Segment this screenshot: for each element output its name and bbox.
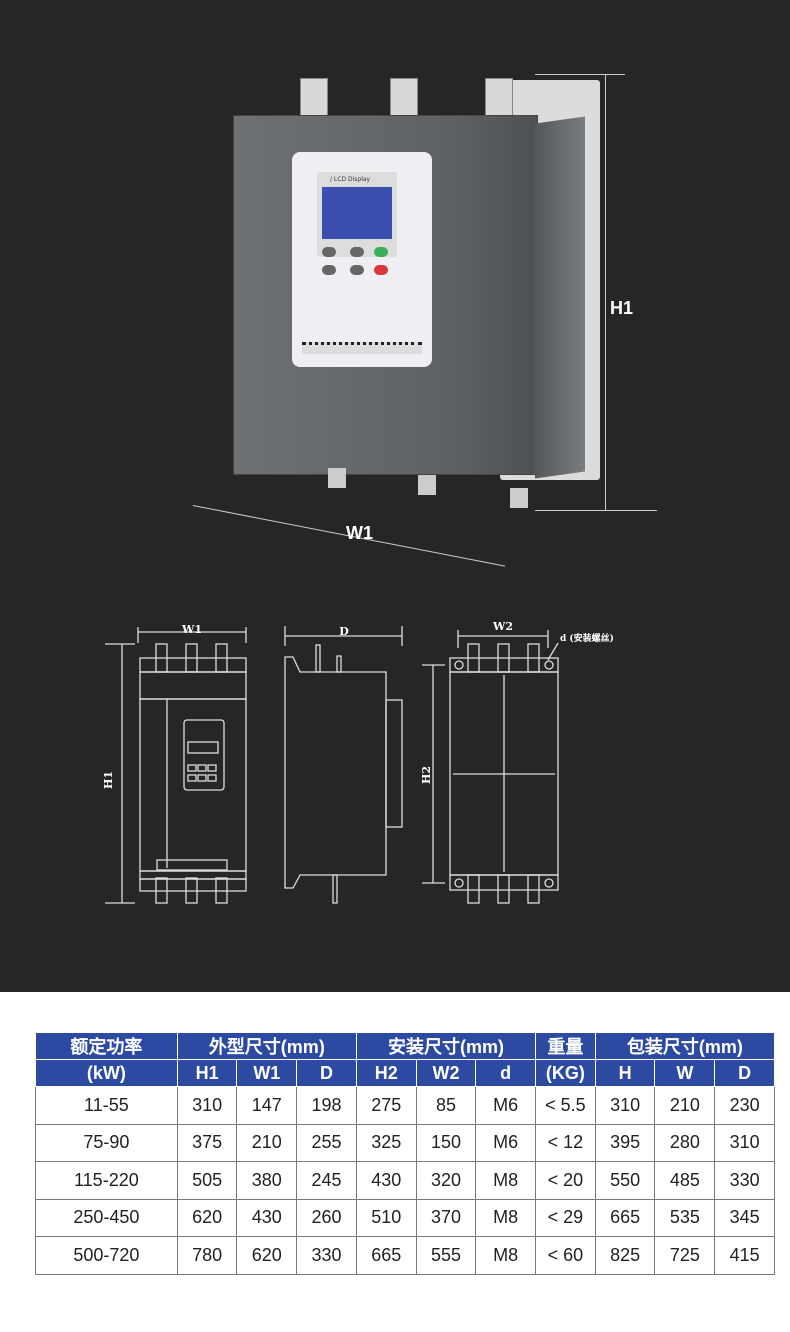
table-cell: 485 <box>654 1161 716 1200</box>
table-cell: M8 <box>475 1236 537 1275</box>
table-cell: 210 <box>236 1123 298 1162</box>
table-cell: 75-90 <box>35 1123 178 1162</box>
w1-label: W1 <box>346 523 373 543</box>
dimension-drawings: W1 H1 D W2 d (安装螺丝) H2 <box>102 620 614 904</box>
table-cell: M8 <box>475 1198 537 1237</box>
table-cell: 370 <box>415 1198 477 1237</box>
table-cell: 230 <box>714 1086 775 1125</box>
table-cell: 415 <box>714 1236 775 1275</box>
table-cell: 310 <box>714 1123 775 1162</box>
h1-dimension-line <box>605 74 606 510</box>
table-cell: < 12 <box>535 1123 596 1162</box>
table-cell: 510 <box>355 1198 417 1237</box>
table-cell: 310 <box>176 1086 238 1125</box>
table-cell: 620 <box>236 1236 298 1275</box>
table-cell: 375 <box>176 1123 238 1162</box>
table-cell: 500-720 <box>35 1236 178 1275</box>
table-cell: 280 <box>654 1123 716 1162</box>
table-cell: 150 <box>415 1123 477 1162</box>
table-cell: 395 <box>594 1123 656 1162</box>
header-col: W1 <box>236 1059 298 1087</box>
front-w1-label: W1 <box>181 623 202 636</box>
front-h1-label: H1 <box>102 771 115 789</box>
table-cell: < 29 <box>535 1198 596 1237</box>
table-cell: 825 <box>594 1236 656 1275</box>
table-cell: 330 <box>296 1236 357 1275</box>
side-view: D <box>284 625 403 904</box>
header-col: H <box>594 1059 656 1087</box>
back-w2-label: W2 <box>492 620 513 633</box>
header-weight-unit: (KG) <box>535 1059 596 1087</box>
table-cell: 198 <box>296 1086 357 1125</box>
header-power-unit: (kW) <box>35 1059 178 1087</box>
side-d-label: D <box>339 625 349 638</box>
table-cell: 430 <box>355 1161 417 1200</box>
header-col: H2 <box>355 1059 417 1087</box>
header-weight: 重量 <box>535 1032 596 1060</box>
table-cell: 505 <box>176 1161 238 1200</box>
table-cell: 250-450 <box>35 1198 178 1237</box>
table-cell: 345 <box>714 1198 775 1237</box>
header-col: H1 <box>176 1059 238 1087</box>
table-cell: 330 <box>714 1161 775 1200</box>
table-cell: 320 <box>415 1161 477 1200</box>
table-cell: 780 <box>176 1236 238 1275</box>
header-power: 额定功率 <box>35 1032 178 1060</box>
table-cell: 310 <box>594 1086 656 1125</box>
header-col: W <box>654 1059 716 1087</box>
terminal <box>418 475 436 495</box>
lcd-screen <box>322 187 392 239</box>
table-cell: 430 <box>236 1198 298 1237</box>
header-col: D <box>714 1059 775 1087</box>
table-cell: 725 <box>654 1236 716 1275</box>
table-cell: 380 <box>236 1161 298 1200</box>
table-cell: M8 <box>475 1161 537 1200</box>
table-cell: 550 <box>594 1161 656 1200</box>
table-cell: M6 <box>475 1123 537 1162</box>
table-cell: 255 <box>296 1123 357 1162</box>
header-install: 安装尺寸(mm) <box>355 1032 537 1060</box>
table-cell: < 5.5 <box>535 1086 596 1125</box>
header-outer: 外型尺寸(mm) <box>176 1032 357 1060</box>
table-cell: < 60 <box>535 1236 596 1275</box>
table-cell: 555 <box>415 1236 477 1275</box>
table-cell: 210 <box>654 1086 716 1125</box>
back-h2-label: H2 <box>420 766 433 784</box>
table-cell: 275 <box>355 1086 417 1125</box>
back-view: W2 d (安装螺丝) H2 <box>420 620 614 904</box>
spec-table: 额定功率 外型尺寸(mm) 安装尺寸(mm) 重量 包装尺寸(mm) (kW) … <box>35 1032 776 1275</box>
h1-label: H1 <box>610 298 634 318</box>
front-view: W1 H1 <box>102 623 247 904</box>
table-cell: 147 <box>236 1086 298 1125</box>
terminal <box>328 468 346 488</box>
lcd-caption: / LCD Display <box>330 176 371 183</box>
table-cell: 115-220 <box>35 1161 178 1200</box>
header-col: D <box>296 1059 357 1087</box>
table-cell: 620 <box>176 1198 238 1237</box>
table-cell: 85 <box>415 1086 477 1125</box>
table-cell: < 20 <box>535 1161 596 1200</box>
terminal <box>510 488 528 508</box>
table-cell: 325 <box>355 1123 417 1162</box>
table-cell: 260 <box>296 1198 357 1237</box>
mounting-screw-note: d (安装螺丝) <box>560 632 614 644</box>
table-cell: 11-55 <box>35 1086 178 1125</box>
product-photo: / LCD Display H1 W1 <box>0 0 790 567</box>
header-col: d <box>475 1059 537 1087</box>
header-package: 包装尺寸(mm) <box>594 1032 776 1060</box>
header-col: W2 <box>415 1059 477 1087</box>
table-cell: M6 <box>475 1086 537 1125</box>
control-panel: / LCD Display <box>292 152 432 367</box>
table-cell: 665 <box>594 1198 656 1237</box>
housing-side <box>535 116 585 479</box>
table-cell: 665 <box>355 1236 417 1275</box>
table-cell: 535 <box>654 1198 716 1237</box>
table-cell: 245 <box>296 1161 357 1200</box>
